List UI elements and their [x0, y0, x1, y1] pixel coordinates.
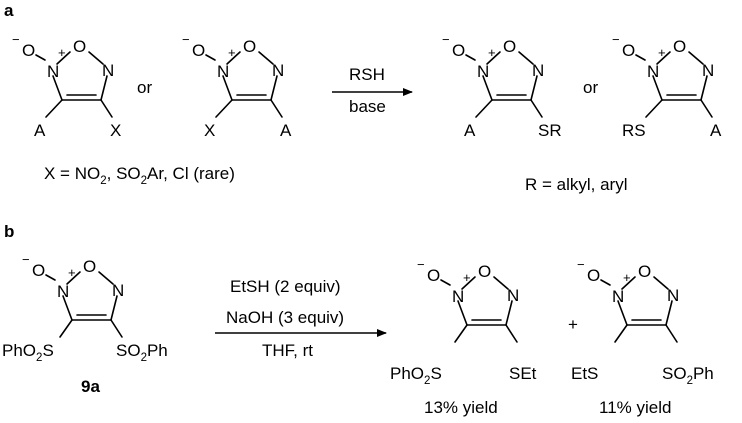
ring-oxygen-atom: O	[478, 262, 491, 281]
n-oxide-atom: N	[477, 62, 489, 81]
plus-sign: +	[568, 315, 578, 334]
ring-oxygen-atom: O	[638, 262, 651, 281]
n-oxide-atom: N	[452, 287, 464, 306]
substituent-right: SO2Ph	[662, 364, 714, 387]
or-text-1: or	[137, 78, 152, 97]
panel-a-reactant-2: N + O N O − X A	[182, 32, 292, 140]
substituent-right: SR	[538, 121, 562, 140]
plus-charge: +	[623, 270, 631, 285]
substituent-right: A	[710, 121, 722, 140]
minus-charge: −	[182, 32, 190, 47]
substituent-left: A	[34, 121, 46, 140]
oxide-oxygen-atom: O	[587, 266, 600, 285]
substituent-left: A	[464, 121, 476, 140]
n-oxide-atom: N	[57, 282, 69, 301]
substituent-left: X	[204, 121, 215, 140]
substituent-left: EtS	[571, 364, 598, 383]
ring-nitrogen-atom: N	[667, 286, 679, 305]
ring-nitrogen-atom: N	[112, 281, 124, 300]
oxide-oxygen-atom: O	[427, 266, 440, 285]
minus-charge: −	[12, 32, 20, 47]
minus-charge: −	[577, 257, 585, 272]
plus-charge: +	[658, 45, 666, 60]
minus-charge: −	[612, 32, 620, 47]
plus-charge: +	[228, 45, 236, 60]
substituent-right: SO2Ph	[116, 341, 168, 364]
r-definition: R = alkyl, aryl	[525, 175, 628, 194]
yield-text: 13% yield	[424, 398, 498, 417]
plus-charge: +	[58, 45, 66, 60]
ring-oxygen-atom: O	[73, 37, 86, 56]
substituent-left: PhO2S	[390, 364, 442, 387]
ring-nitrogen-atom: N	[532, 61, 544, 80]
plus-charge: +	[68, 265, 76, 280]
x-definition: X = NO2, SO2Ar, Cl (rare)	[44, 164, 235, 187]
oxide-oxygen-atom: O	[452, 41, 465, 60]
substituent-right: X	[110, 121, 121, 140]
substituent-left: PhO2S	[2, 341, 54, 364]
or-text-2: or	[583, 78, 598, 97]
reagent-above: RSH	[349, 65, 385, 84]
panel-a-reaction-arrow: RSH base	[332, 65, 413, 116]
ring-oxygen-atom: O	[83, 257, 96, 276]
reagent-below: base	[349, 97, 386, 116]
oxide-oxygen-atom: O	[622, 41, 635, 60]
panel-b-reactant-9a: N + O N O − PhO2S SO2Ph 9a	[2, 252, 168, 396]
minus-charge: −	[417, 257, 425, 272]
ring-nitrogen-atom: N	[702, 61, 714, 80]
minus-charge: −	[22, 252, 30, 267]
oxide-oxygen-atom: O	[22, 41, 35, 60]
condition-1: EtSH (2 equiv)	[230, 277, 341, 296]
ring-nitrogen-atom: N	[272, 61, 284, 80]
ring-nitrogen-atom: N	[507, 286, 519, 305]
plus-charge: +	[488, 45, 496, 60]
n-oxide-atom: N	[612, 287, 624, 306]
substituent-right: SEt	[509, 364, 537, 383]
ring-oxygen-atom: O	[243, 37, 256, 56]
n-oxide-atom: N	[217, 62, 229, 81]
oxide-oxygen-atom: O	[32, 261, 45, 280]
panel-a-product-1: N + O N O − A SR	[442, 32, 562, 140]
n-oxide-atom: N	[647, 62, 659, 81]
substituent-right: A	[280, 121, 292, 140]
panel-b-label: b	[4, 222, 14, 241]
ring-oxygen-atom: O	[503, 37, 516, 56]
minus-charge: −	[442, 32, 450, 47]
oxide-oxygen-atom: O	[192, 41, 205, 60]
panel-a-label: a	[4, 1, 14, 20]
substituent-left: RS	[622, 121, 646, 140]
condition-3: THF, rt	[262, 341, 313, 360]
condition-2: NaOH (3 equiv)	[226, 308, 344, 327]
panel-a-product-2: N + O N O − RS A	[612, 32, 722, 140]
n-oxide-atom: N	[47, 62, 59, 81]
plus-charge: +	[463, 270, 471, 285]
panel-b-reaction-arrow: EtSH (2 equiv) NaOH (3 equiv) THF, rt	[215, 277, 387, 360]
panel-b-product-2: N + O N O − EtS SO2Ph 11% yield	[571, 257, 714, 417]
panel-a-reactant-1: N + O N O − A X	[12, 32, 121, 140]
compound-label: 9a	[81, 377, 100, 396]
ring-oxygen-atom: O	[673, 37, 686, 56]
ring-nitrogen-atom: N	[102, 61, 114, 80]
yield-text: 11% yield	[599, 398, 671, 417]
panel-b-product-1: N + O N O − PhO2S SEt 13% yield	[390, 257, 537, 417]
